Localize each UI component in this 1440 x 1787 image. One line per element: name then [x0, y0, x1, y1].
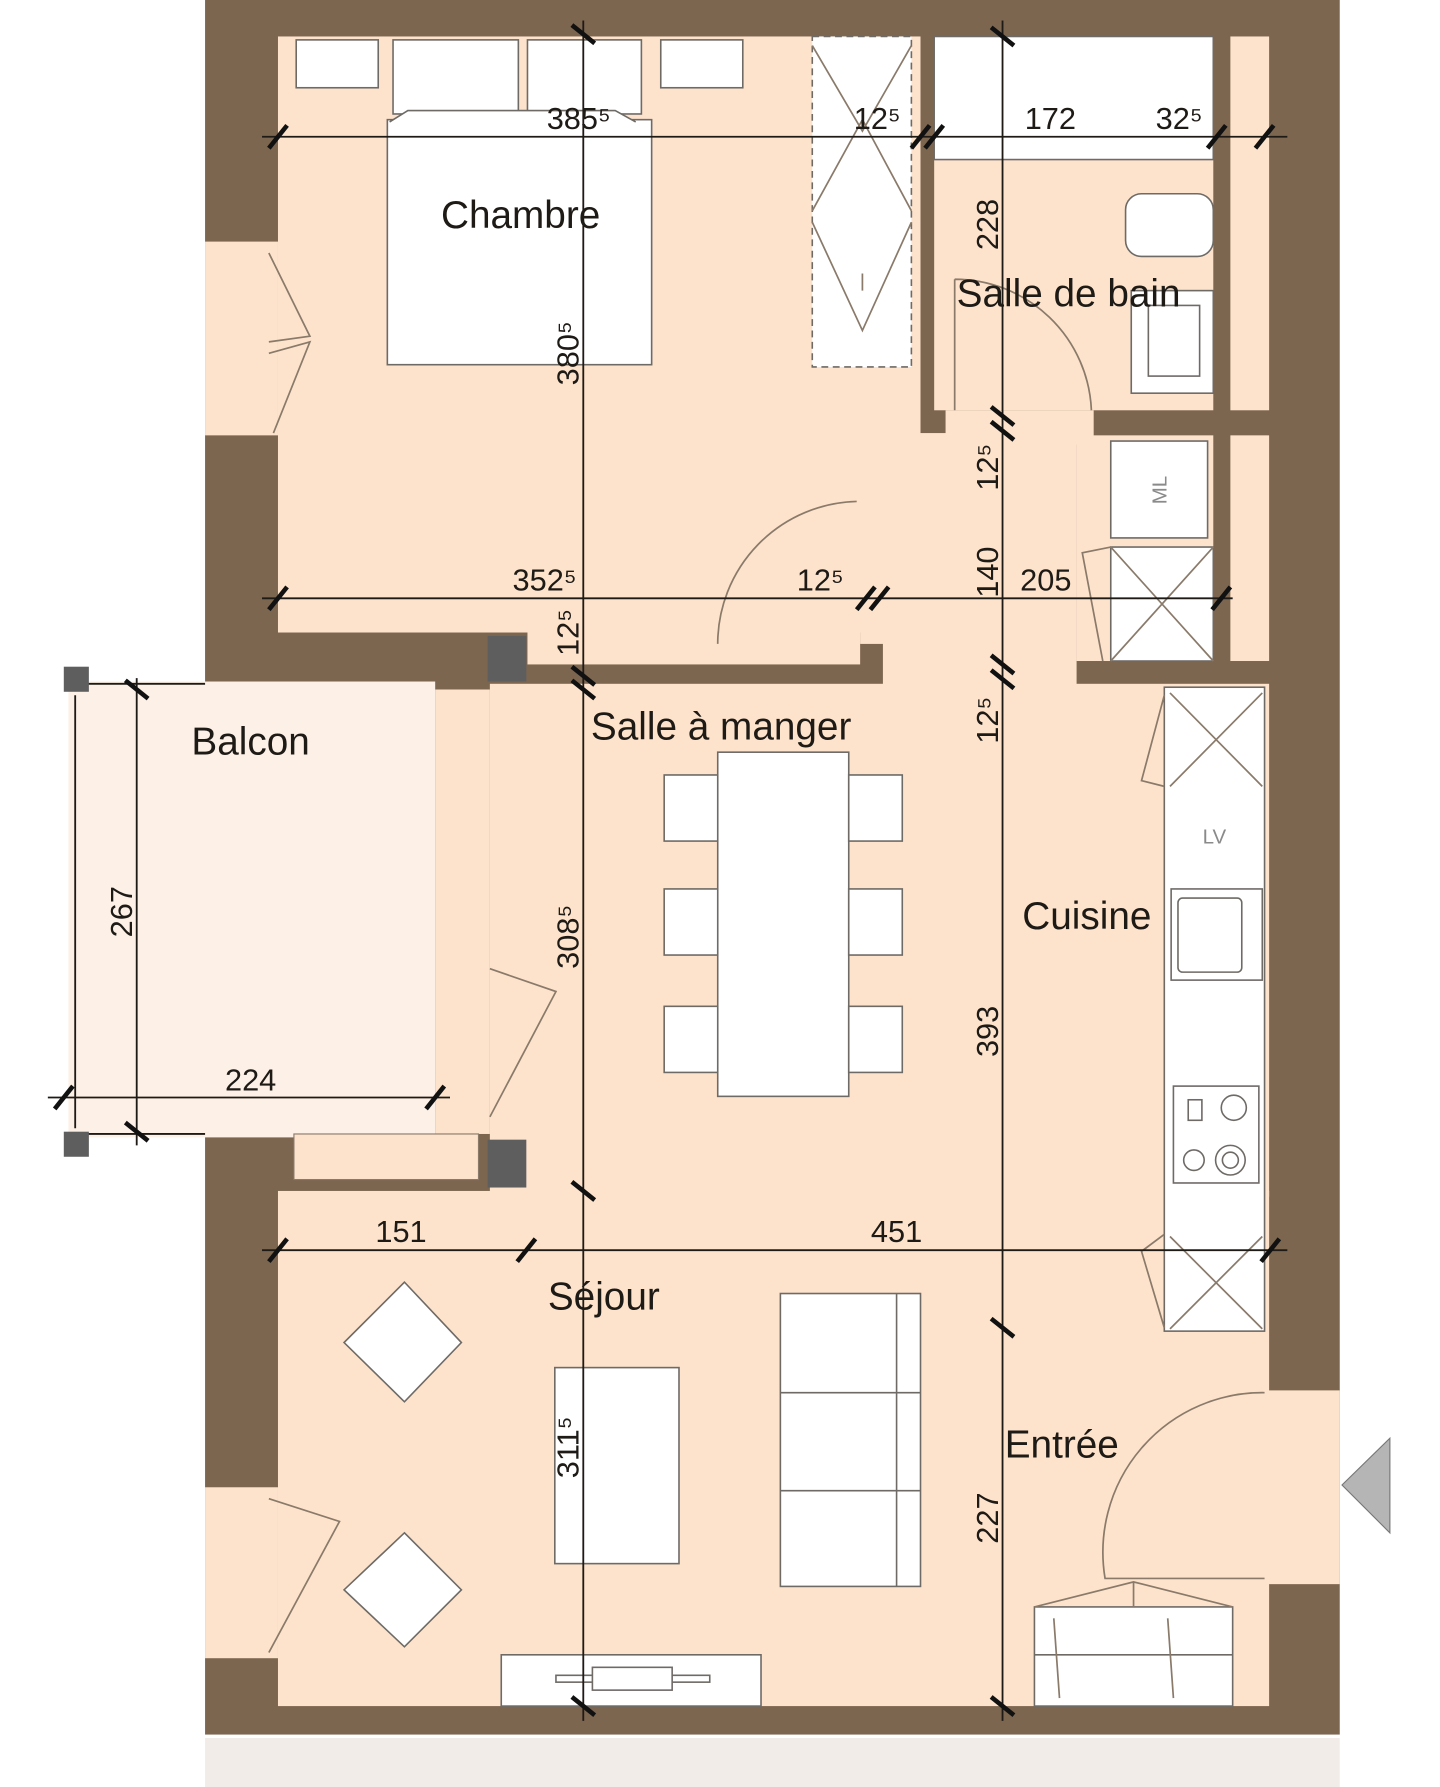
dim-right-4: 12⁵ [970, 697, 1005, 744]
washing-machine: ML [1109, 440, 1209, 539]
bathroom-strip [1230, 36, 1270, 411]
entry-door-opening [1264, 1390, 1340, 1585]
dim-mid-3: 205 [1020, 562, 1071, 597]
dim-right-3: 140 [970, 546, 1005, 597]
bathtub [933, 35, 1215, 161]
dim-top-4: 32⁵ [1156, 101, 1203, 136]
balcony-post-top [63, 666, 89, 692]
wardrobe [811, 35, 913, 368]
dim-mid-2: 12⁵ [797, 562, 844, 597]
tv-unit [500, 1654, 762, 1707]
balcony-window-strip [435, 689, 490, 1134]
room-label-salle-a-manger: Salle à manger [591, 706, 852, 749]
window-living [205, 1487, 278, 1659]
corridor-floor [882, 433, 1077, 696]
entrance-arrow-icon [1341, 1436, 1391, 1535]
window-bedroom [205, 241, 278, 436]
dining-table [663, 751, 904, 1098]
dim-right-2: 12⁵ [970, 444, 1005, 491]
room-label-sejour: Séjour [548, 1275, 660, 1318]
dim-right-5: 393 [970, 1006, 1005, 1057]
room-labels: Chambre Salle de bain Salle à manger Bal… [191, 194, 1180, 1467]
room-label-chambre: Chambre [441, 194, 600, 237]
dim-left-4: 311⁵ [551, 1416, 586, 1478]
room-label-cuisine: Cuisine [1022, 895, 1151, 938]
dim-left-1: 380⁵ [551, 321, 586, 385]
corridor-top [945, 410, 1094, 445]
dim-right-1: 228 [970, 199, 1005, 250]
sofa [779, 1292, 922, 1588]
dim-top-1: 385⁵ [547, 101, 611, 136]
dim-mid-1: 352⁵ [513, 562, 577, 597]
armchair [342, 1280, 463, 1403]
bed [295, 39, 744, 366]
bottom-fade [205, 1737, 1340, 1787]
room-label-balcon: Balcon [191, 720, 309, 763]
dimension-lines [47, 20, 1288, 1721]
door-bedroom-opening [860, 495, 889, 644]
entry-closet [1033, 1580, 1234, 1707]
room-label-salle-de-bain: Salle de bain [957, 273, 1181, 316]
kitchen-counter: LV [1140, 686, 1266, 1332]
dim-balcony-width: 224 [225, 1063, 276, 1098]
dimension-labels: 385⁵ 12⁵ 172 32⁵ 352⁵ 12⁵ 205 151 451 22… [104, 101, 1202, 1544]
washing-machine-label: ML [1149, 476, 1172, 504]
room-label-entree: Entrée [1005, 1424, 1119, 1467]
dim-low-2: 451 [871, 1214, 922, 1249]
balcony-post-bottom [63, 1131, 89, 1157]
column-top [487, 635, 527, 682]
coffee-table [554, 1366, 680, 1565]
dim-left-2: 12⁵ [551, 609, 586, 656]
dim-right-6: 227 [970, 1492, 1005, 1543]
laundry-strip [1230, 435, 1270, 662]
window-living-top [293, 1133, 480, 1181]
dishwasher-label: LV [1203, 825, 1227, 848]
column-bottom [487, 1139, 527, 1188]
dim-low-1: 151 [375, 1214, 426, 1249]
dim-left-3: 308⁵ [551, 905, 586, 969]
dim-top-3: 172 [1025, 101, 1076, 136]
laundry-cabinet [1081, 546, 1215, 662]
dim-top-2: 12⁵ [854, 101, 901, 136]
washbasin [1130, 289, 1215, 394]
balcony-floor [68, 681, 436, 1138]
dim-balcony-height: 267 [104, 886, 139, 937]
toilet [1124, 192, 1215, 258]
armchair [342, 1531, 463, 1648]
